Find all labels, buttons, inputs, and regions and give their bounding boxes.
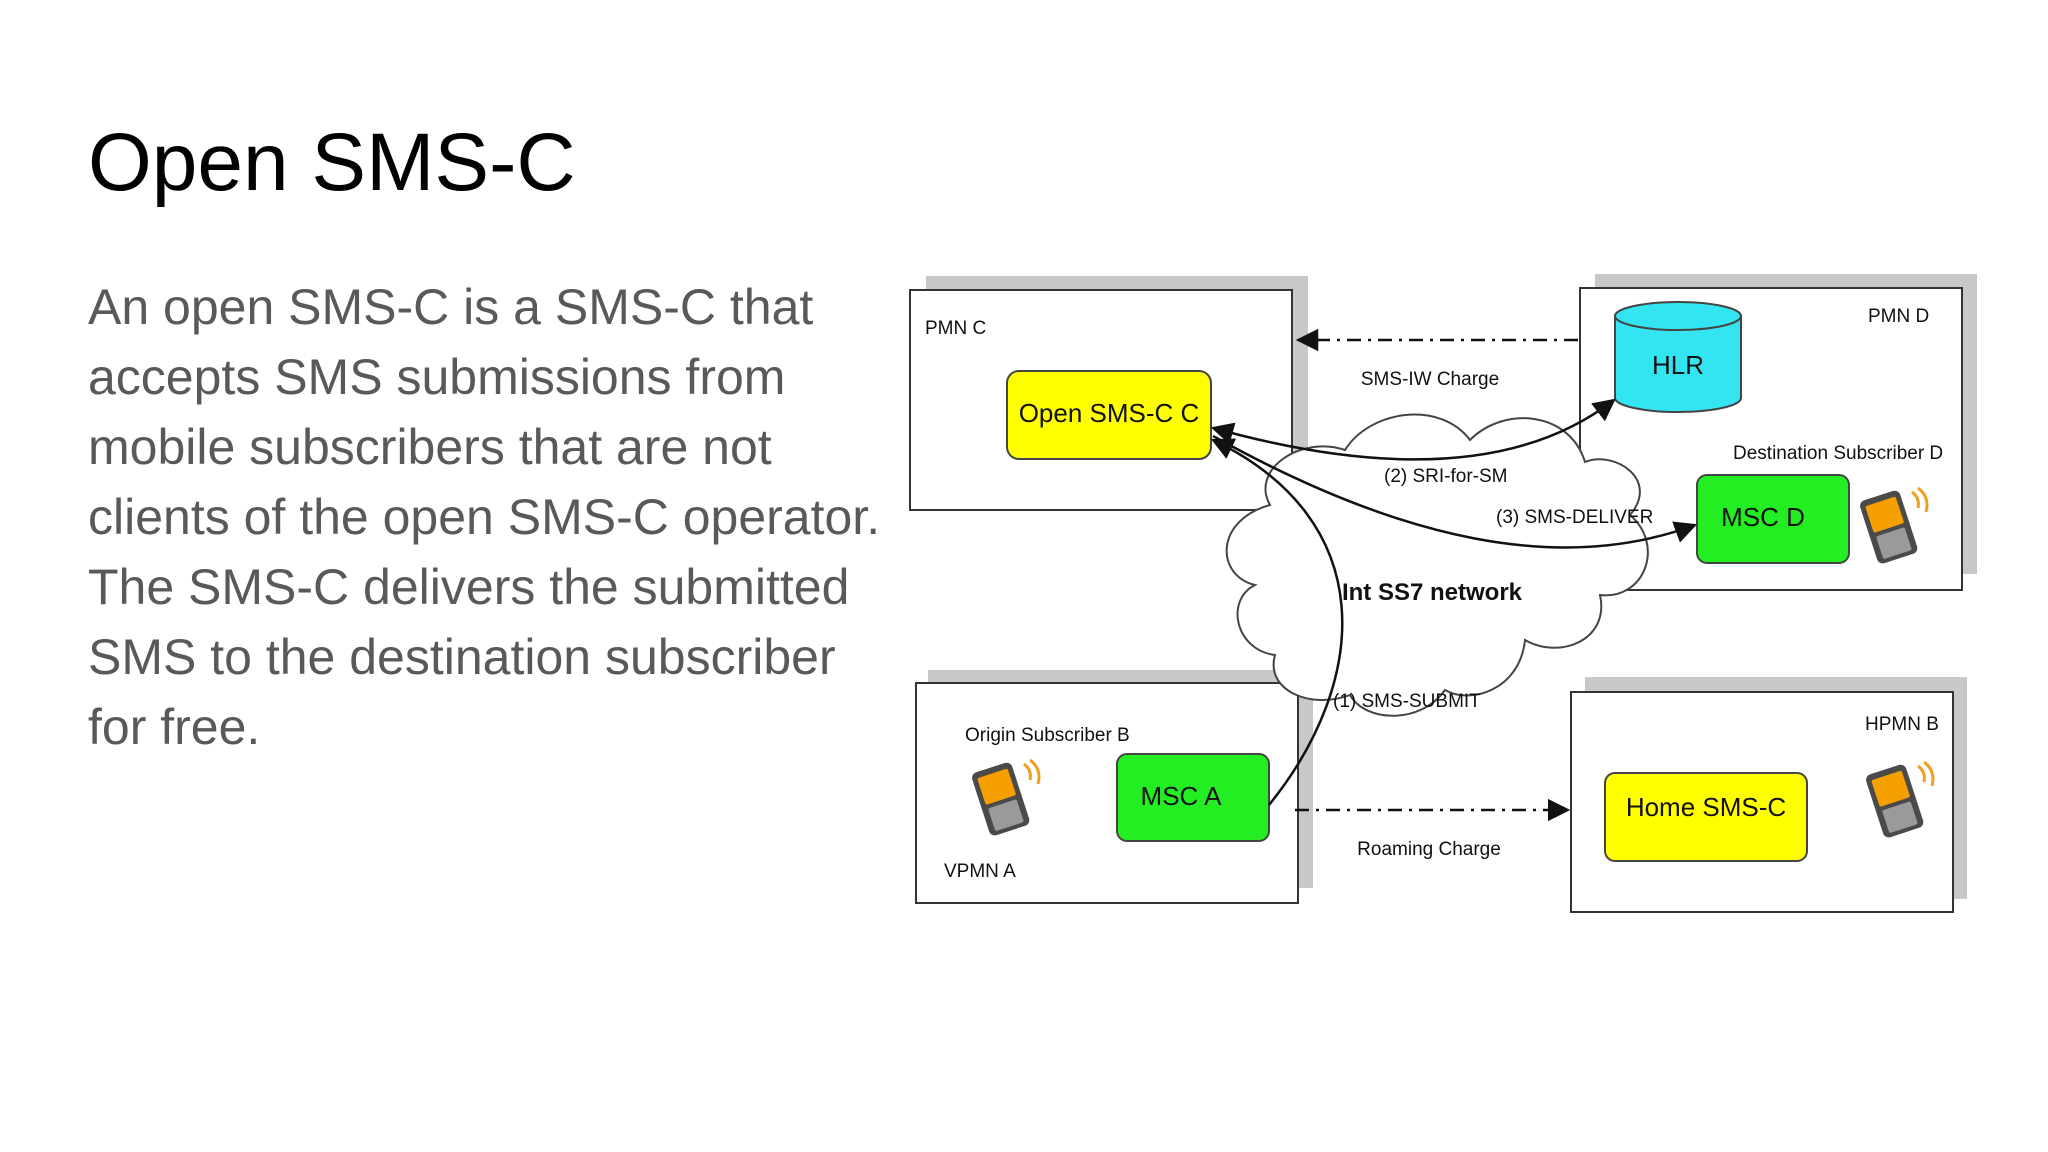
slide-title: Open SMS-C <box>88 117 576 208</box>
arrow-sri-for-sm <box>1210 398 1616 461</box>
label-destination-subscriber: Destination Subscriber D <box>1733 443 1943 464</box>
msc-a-label: MSC A <box>1141 781 1223 811</box>
node-home-smsc: Home SMS-C <box>1604 772 1808 862</box>
arrow-sms-submit <box>1210 438 1344 806</box>
open-smsc-label: Open SMS-C C <box>1019 398 1200 428</box>
hlr-label: HLR <box>1652 350 1704 380</box>
label-vpmn-a: VPMN A <box>944 861 1016 882</box>
msc-d-label: MSC D <box>1721 502 1805 532</box>
label-hpmn-b: HPMN B <box>1865 714 1939 735</box>
node-open-smsc: Open SMS-C C <box>1006 370 1212 460</box>
label-sms-submit: (1) SMS-SUBMIT <box>1333 691 1481 712</box>
label-origin-subscriber: Origin Subscriber B <box>965 725 1130 746</box>
label-pmn-d: PMN D <box>1868 306 1929 327</box>
label-sms-deliver: (3) SMS-DELIVER <box>1496 507 1653 528</box>
node-msc-a: MSC A <box>1116 753 1270 842</box>
arrow-sms-deliver <box>1212 434 1698 549</box>
cloud-label: Int SS7 network <box>1342 579 1523 606</box>
label-sms-iw-charge: SMS-IW Charge <box>1361 369 1499 390</box>
database-icon: HLR <box>1614 301 1742 413</box>
cloud-icon: Int SS7 network <box>1225 413 1649 717</box>
label-sri-for-sm: (2) SRI-for-SM <box>1384 466 1508 487</box>
home-smsc-label: Home SMS-C <box>1626 792 1786 822</box>
label-pmn-c: PMN C <box>925 318 986 339</box>
node-msc-d: MSC D <box>1696 474 1850 564</box>
flow-arrows <box>1210 328 1698 822</box>
slide-body-text: An open SMS-C is a SMS-C that accepts SM… <box>88 279 881 755</box>
label-roaming-charge: Roaming Charge <box>1357 839 1501 860</box>
